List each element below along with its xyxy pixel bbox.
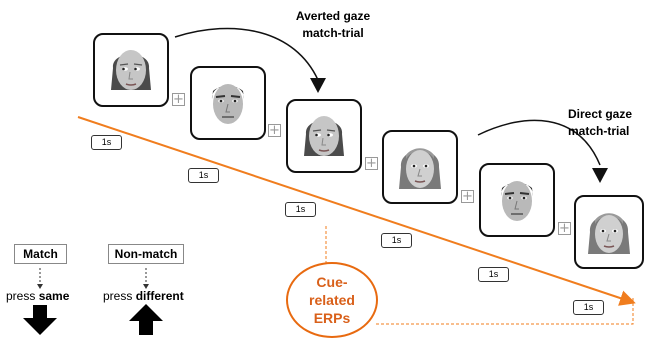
stimulus-card-2 bbox=[190, 66, 266, 140]
timeline-arrow bbox=[77, 116, 636, 306]
face-male-direct-icon bbox=[500, 181, 534, 221]
duration-label-3: 1s bbox=[285, 202, 316, 217]
stimulus-card-1 bbox=[93, 33, 169, 107]
nonmatch-press-text: press bbox=[103, 289, 136, 303]
duration-label-5: 1s bbox=[478, 267, 509, 282]
match-press-text: press bbox=[6, 289, 39, 303]
fixation-cross-icon: + bbox=[558, 221, 571, 236]
direct-gaze-label-line1: Direct gaze bbox=[568, 107, 633, 121]
face-male-direct-icon bbox=[211, 84, 245, 124]
match-press-key: same bbox=[38, 289, 70, 303]
stimulus-card-4 bbox=[382, 130, 458, 204]
nonmatch-dotted-arrowhead bbox=[143, 284, 149, 289]
averted-gaze-arrowhead bbox=[310, 78, 326, 93]
averted-gaze-label-line2: match-trial bbox=[302, 26, 364, 40]
match-response-instruction: press same bbox=[6, 289, 69, 303]
fixation-cross-icon: + bbox=[365, 156, 378, 171]
erp-dashed-connector-right bbox=[376, 296, 634, 325]
direct-gaze-arrowhead bbox=[592, 168, 608, 183]
erp-label-line3: ERPs bbox=[313, 310, 351, 326]
cue-related-erps-ellipse: Cue- related ERPs bbox=[286, 262, 378, 338]
direct-gaze-label: Direct gaze match-trial bbox=[568, 106, 645, 140]
stimulus-card-3 bbox=[286, 99, 362, 173]
direct-gaze-label-line2: match-trial bbox=[568, 124, 630, 138]
stimulus-card-5 bbox=[479, 163, 555, 237]
up-arrow-icon bbox=[129, 304, 163, 335]
erp-label-line1: Cue- bbox=[316, 274, 348, 290]
down-arrow-icon bbox=[23, 305, 57, 335]
duration-label-2: 1s bbox=[188, 168, 219, 183]
face-female-direct-icon bbox=[588, 213, 630, 254]
face-female-averted-icon bbox=[304, 116, 344, 156]
direct-gaze-arc bbox=[477, 119, 601, 166]
face-female-direct-icon bbox=[399, 148, 441, 189]
averted-gaze-arc bbox=[174, 27, 319, 81]
duration-label-4: 1s bbox=[381, 233, 412, 248]
nonmatch-response-instruction: press different bbox=[103, 289, 184, 303]
duration-label-6: 1s bbox=[573, 300, 604, 315]
averted-gaze-label: Averted gaze match-trial bbox=[268, 8, 398, 42]
erp-label-line2: related bbox=[309, 292, 355, 308]
duration-label-1: 1s bbox=[91, 135, 122, 150]
nonmatch-legend-box: Non-match bbox=[108, 244, 184, 264]
match-dotted-arrowhead bbox=[37, 284, 43, 289]
match-legend-box: Match bbox=[14, 244, 67, 264]
stimulus-card-6 bbox=[574, 195, 644, 269]
fixation-cross-icon: + bbox=[268, 123, 281, 138]
face-female-averted-icon bbox=[111, 50, 151, 90]
nonmatch-press-key: different bbox=[135, 289, 184, 303]
fixation-cross-icon: + bbox=[461, 189, 474, 204]
averted-gaze-label-line1: Averted gaze bbox=[295, 9, 371, 23]
fixation-cross-icon: + bbox=[172, 92, 185, 107]
